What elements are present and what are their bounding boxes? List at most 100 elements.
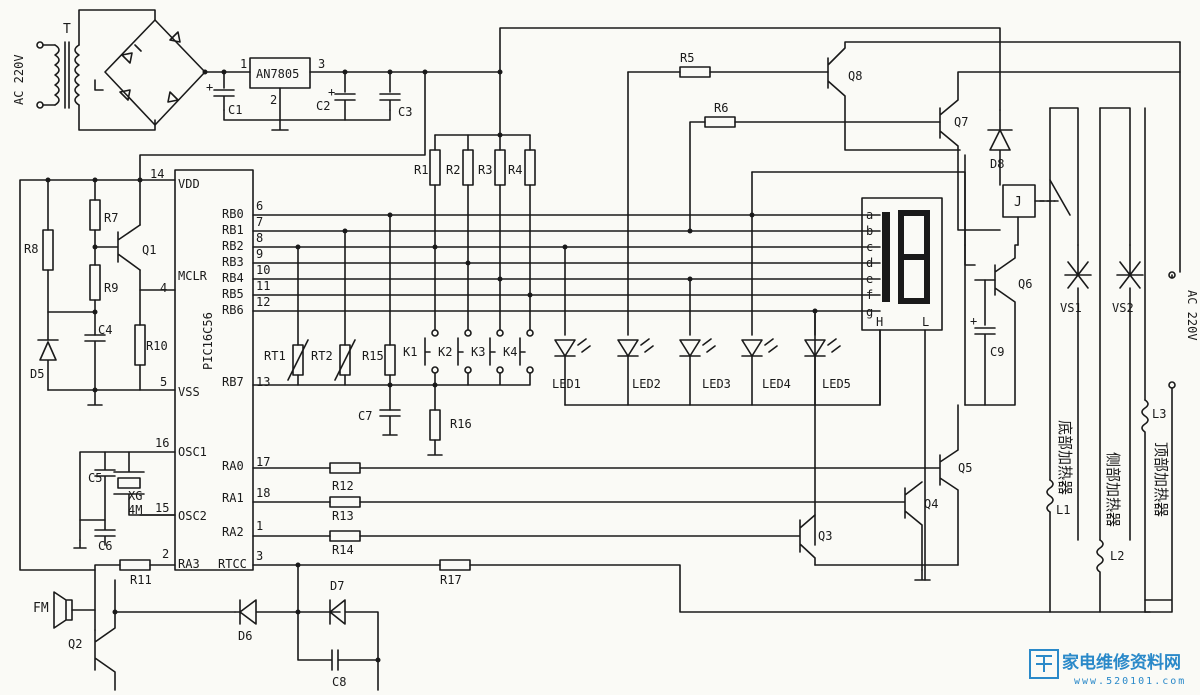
svg-text:11: 11: [256, 279, 270, 293]
svg-text:LED2: LED2: [632, 377, 661, 391]
svg-text:RA2: RA2: [222, 525, 244, 539]
watermark-url: www.520101.com: [1074, 676, 1186, 687]
key-k1: K1: [403, 329, 439, 374]
svg-text:4: 4: [160, 281, 167, 295]
svg-text:L3: L3: [1152, 407, 1166, 421]
svg-text:RB5: RB5: [222, 287, 244, 301]
svg-text:RT2: RT2: [311, 349, 333, 363]
transistor-q7: Q7: [939, 71, 1181, 231]
svg-text:17: 17: [256, 455, 270, 469]
heater-top-label: 顶部加热器: [1152, 442, 1170, 517]
svg-text:R7: R7: [104, 211, 118, 225]
svg-text:d: d: [866, 256, 873, 270]
oscillator: C5 XG 4M C6: [73, 451, 176, 553]
triac-vs2: VS2: [1112, 244, 1144, 541]
led-array: LED1 LED2 LED3 LED4 LED5: [552, 71, 881, 546]
svg-text:3: 3: [256, 549, 263, 563]
transformer-label: T: [63, 22, 71, 37]
svg-text:5: 5: [160, 375, 167, 389]
ac-input-label: AC 220V: [12, 54, 26, 105]
led-1: LED1: [552, 338, 591, 406]
svg-text:D6: D6: [238, 629, 252, 643]
svg-text:OSC1: OSC1: [178, 445, 207, 459]
svg-text:OSC2: OSC2: [178, 509, 207, 523]
svg-text:9: 9: [256, 247, 263, 261]
svg-text:4M: 4M: [128, 503, 142, 517]
bridge-rectifier: [94, 19, 206, 126]
diode-d8: D8: [987, 109, 1013, 186]
svg-text:Q4: Q4: [924, 497, 938, 511]
key-k2: K2: [438, 329, 472, 374]
svg-text:L2: L2: [1110, 549, 1124, 563]
svg-text:K1: K1: [403, 345, 417, 359]
svg-text:RB3: RB3: [222, 255, 244, 269]
sensors-keys: RT1 RT2 R15 C7 R1 R2 R3 R4: [252, 71, 536, 456]
svg-text:C4: C4: [98, 323, 112, 337]
transistor-q5: Q5: [359, 404, 972, 566]
svg-text:R16: R16: [450, 417, 472, 431]
svg-text:VSS: VSS: [178, 385, 200, 399]
svg-text:13: 13: [256, 375, 270, 389]
svg-text:18: 18: [256, 486, 270, 500]
svg-text:R8: R8: [24, 242, 38, 256]
c3-label: C3: [398, 105, 412, 119]
svg-text:RB2: RB2: [222, 239, 244, 253]
ac-terminal: [36, 41, 44, 49]
svg-text:2: 2: [162, 547, 169, 561]
svg-text:g: g: [866, 305, 873, 319]
transistor-q1: Q1: [94, 179, 176, 291]
svg-text:LED1: LED1: [552, 377, 581, 391]
heater-loads: L1 底部加热器 VS1 L2 侧部加热器 VS2 L3 顶部加热器 AC 22…: [1046, 41, 1199, 613]
svg-text:D7: D7: [330, 579, 344, 593]
svg-text:VDD: VDD: [178, 177, 200, 191]
svg-text:LED3: LED3: [702, 377, 731, 391]
svg-text:R6: R6: [714, 101, 728, 115]
key-k4: K4: [503, 329, 534, 374]
svg-text:K2: K2: [438, 345, 452, 359]
svg-text:MCLR: MCLR: [178, 269, 208, 283]
svg-text:6: 6: [256, 199, 263, 213]
svg-text:LED5: LED5: [822, 377, 851, 391]
svg-text:+: +: [970, 314, 977, 328]
svg-text:c: c: [866, 240, 873, 254]
svg-text:VS2: VS2: [1112, 301, 1134, 315]
svg-text:Q1: Q1: [142, 243, 156, 257]
c2-label: C2: [316, 99, 330, 113]
svg-text:L: L: [922, 315, 929, 329]
svg-text:Q6: Q6: [1018, 277, 1032, 291]
svg-text:2: 2: [270, 93, 277, 107]
reset-circuit: R8 D5 R7 R9 C4 Q1 R10: [19, 177, 176, 571]
svg-text:R14: R14: [332, 543, 354, 557]
c1-label: C1: [228, 103, 242, 117]
svg-text:R1: R1: [414, 163, 428, 177]
svg-text:H: H: [876, 315, 883, 329]
relay-j: J: [1002, 179, 1071, 246]
svg-text:D8: D8: [990, 157, 1004, 171]
transistor-q8: Q8: [827, 41, 1181, 151]
rtcc-input: R17 D6 D7 C8: [234, 559, 1151, 691]
svg-text:Q7: Q7: [954, 115, 968, 129]
svg-text:RA3: RA3: [178, 557, 200, 571]
svg-text:RB0: RB0: [222, 207, 244, 221]
ac-output-label: AC 220V: [1185, 290, 1199, 341]
svg-text:L1: L1: [1056, 503, 1070, 517]
transistor-q3: Q3: [359, 514, 832, 566]
led-4: LED4: [741, 338, 791, 406]
heater-side-label: 侧部加热器: [1104, 452, 1122, 527]
svg-text:RT1: RT1: [264, 349, 286, 363]
svg-text:+: +: [328, 85, 335, 99]
svg-text:R4: R4: [508, 163, 522, 177]
svg-text:VS1: VS1: [1060, 301, 1082, 315]
svg-text:K3: K3: [471, 345, 485, 359]
ac-terminal: [36, 101, 44, 109]
heater-bottom-label: 底部加热器: [1056, 420, 1074, 495]
key-k3: K3: [471, 329, 504, 374]
svg-text:12: 12: [256, 295, 270, 309]
svg-text:R10: R10: [146, 339, 168, 353]
svg-text:R3: R3: [478, 163, 492, 177]
svg-text:K4: K4: [503, 345, 517, 359]
svg-text:R2: R2: [446, 163, 460, 177]
svg-text:15: 15: [155, 501, 169, 515]
svg-text:f: f: [866, 288, 873, 302]
led-5: LED5: [804, 338, 851, 406]
